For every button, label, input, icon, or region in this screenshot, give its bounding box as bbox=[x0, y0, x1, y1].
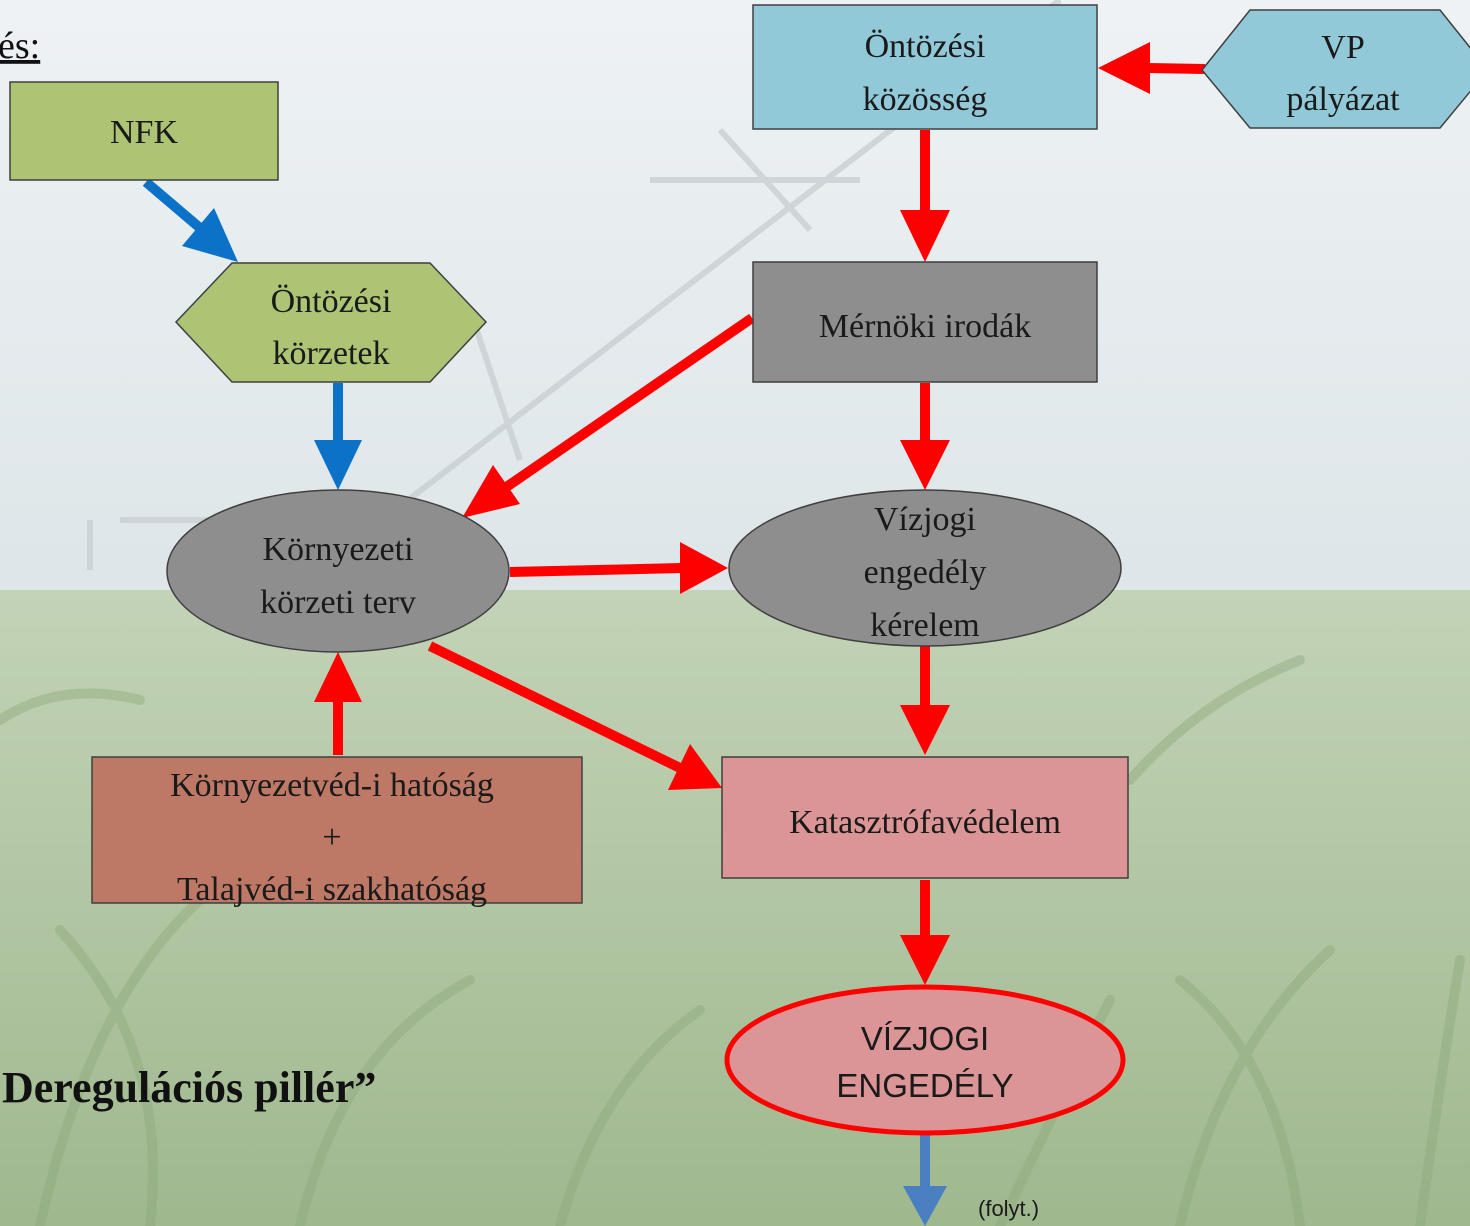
node-mernoki-irodak-label: Mérnöki irodák bbox=[819, 308, 1031, 345]
node-kornyezetved-line3: Talajvéd-i szakhatóság bbox=[177, 871, 487, 908]
node-vizjogi-kerelem-line2: engedély bbox=[864, 554, 987, 591]
node-ontozesi-korzetek-line2: körzetek bbox=[272, 335, 389, 372]
node-kornyezeti-korzeti-terv[interactable]: Környezeti körzeti terv bbox=[166, 489, 510, 653]
arrow-korzeti-terv-to-katasztrofa bbox=[427, 641, 722, 790]
arrow-korzetek-to-korzeti-terv bbox=[314, 383, 362, 490]
node-vizjogi-engedely[interactable]: VÍZJOGI ENGEDÉLY bbox=[724, 984, 1126, 1136]
arrow-mernoki-to-korzeti-terv bbox=[462, 313, 755, 518]
node-vizjogi-kerelem-line3: kérelem bbox=[870, 607, 980, 644]
node-vp-palyazat-line1: VP bbox=[1321, 29, 1364, 66]
node-kornyezeti-korzeti-terv-line2: körzeti terv bbox=[260, 584, 416, 621]
node-kornyezetved-hatosag[interactable]: Környezetvéd-i hatóság + Talajvéd-i szak… bbox=[91, 756, 583, 908]
node-vp-palyazat[interactable]: VP pályázat bbox=[1201, 9, 1470, 129]
arrow-katasztrofa-to-engedely bbox=[900, 880, 950, 985]
node-vizjogi-engedely-line1: VÍZJOGI bbox=[861, 1020, 989, 1057]
title-fragment: és: bbox=[0, 25, 40, 67]
pillar-label: „Deregulációs pillér” bbox=[0, 1063, 376, 1112]
node-katasztrofavedelem[interactable]: Katasztrófavédelem bbox=[721, 756, 1129, 879]
node-kornyezetved-line1: Környezetvéd-i hatóság bbox=[170, 767, 494, 804]
arrow-korzeti-terv-to-vizjogi-kerelem bbox=[509, 542, 728, 594]
node-ontozesi-kozosseg[interactable]: Öntözési közösség bbox=[752, 4, 1098, 130]
node-ontozesi-kozosseg-line1: Öntözési bbox=[865, 28, 986, 65]
node-kornyezeti-korzeti-terv-line1: Környezeti bbox=[262, 531, 413, 568]
node-kornyezetved-line2: + bbox=[322, 819, 341, 856]
arrow-vizjogi-kerelem-to-katasztrofa bbox=[900, 645, 950, 755]
arrow-kozosseg-to-mernoki bbox=[900, 130, 950, 262]
node-vizjogi-engedely-kerelem[interactable]: Vízjogi engedély kérelem bbox=[728, 489, 1122, 647]
node-vp-palyazat-line2: pályázat bbox=[1286, 81, 1400, 118]
arrow-vp-to-kozosseg bbox=[1098, 42, 1206, 94]
node-ontozesi-korzetek[interactable]: Öntözési körzetek bbox=[174, 262, 488, 383]
arrow-kornyezetved-to-korzeti-terv bbox=[314, 652, 362, 755]
arrow-continue-down bbox=[903, 1133, 947, 1226]
arrow-mernoki-to-vizjogi-kerelem bbox=[900, 383, 950, 490]
node-mernoki-irodak[interactable]: Mérnöki irodák bbox=[752, 261, 1098, 383]
node-ontozesi-kozosseg-line2: közösség bbox=[863, 81, 988, 118]
node-vizjogi-engedely-line2: ENGEDÉLY bbox=[836, 1067, 1013, 1104]
node-vizjogi-kerelem-line1: Vízjogi bbox=[874, 501, 976, 538]
arrow-nfk-to-korzetek bbox=[142, 178, 238, 262]
node-nfk[interactable]: NFK bbox=[9, 81, 279, 181]
continuation-label: (folyt.) bbox=[978, 1196, 1039, 1221]
node-katasztrofavedelem-label: Katasztrófavédelem bbox=[789, 804, 1061, 841]
node-ontozesi-korzetek-line1: Öntözési bbox=[271, 283, 392, 320]
node-nfk-label: NFK bbox=[110, 114, 178, 151]
